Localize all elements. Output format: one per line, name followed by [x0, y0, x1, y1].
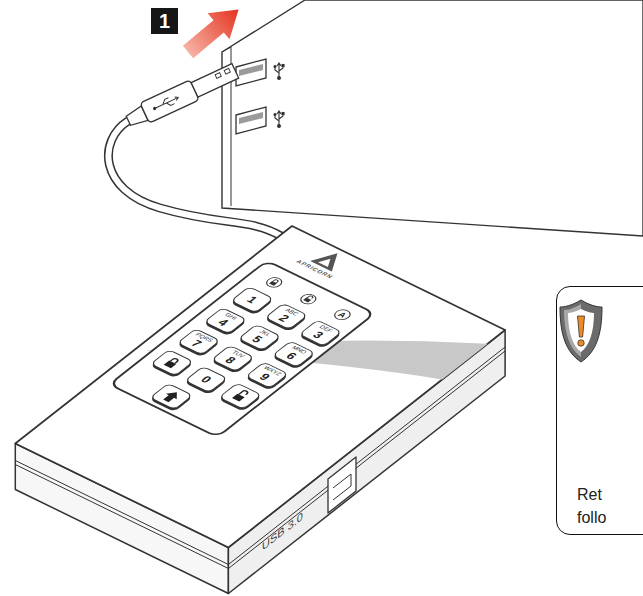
shell-hole: [224, 68, 230, 74]
lock-body: [164, 360, 177, 368]
exclamation-mark: [578, 316, 585, 337]
case-seam: [15, 351, 505, 569]
lock-body: [232, 394, 245, 402]
panel-face: [222, 0, 643, 236]
port-tongue: [239, 112, 263, 124]
usb-port: [236, 107, 266, 134]
drive-body: [15, 226, 505, 594]
brand-logo: [318, 256, 335, 267]
usb-port: [236, 59, 266, 86]
shield-rim: [560, 300, 602, 362]
indicator-ring: [264, 276, 285, 289]
keypad-key: 1: [230, 286, 274, 313]
keypad-key: MNO6: [272, 341, 316, 368]
port-slot: [236, 59, 266, 86]
cable-body: [108, 121, 281, 236]
lock-shackle: [307, 295, 313, 299]
lock-shackle: [239, 390, 249, 397]
lock-indicator: [262, 275, 286, 290]
unlock-indicator: [297, 292, 321, 307]
usb-trident: [275, 63, 283, 77]
case-seam: [15, 347, 505, 565]
keypad-key: DEF3: [298, 320, 342, 347]
keypad-key: JKL5: [238, 324, 282, 351]
lock-key: [150, 349, 194, 376]
usb-symbol: [274, 111, 284, 127]
usb-cable: [108, 121, 281, 236]
cable-outline: [108, 121, 281, 236]
lock-body: [269, 281, 277, 286]
unlock-indicator-icon: [297, 292, 321, 307]
key-digit: 1: [244, 294, 260, 305]
lock-indicator-icon: [262, 275, 286, 290]
insert-arrow: [177, 0, 249, 65]
step-number: 1: [159, 10, 170, 32]
unlock-key-icon: [220, 384, 261, 409]
plug-housing: [140, 80, 199, 123]
lock-body: [303, 298, 311, 303]
keypad-key: ABC2: [264, 303, 308, 330]
drive-top: [15, 226, 505, 548]
wall-panel: [222, 0, 643, 236]
warning-box: Ret follo: [556, 286, 643, 535]
step-number-box: 1: [151, 8, 178, 34]
usb-trident: [278, 77, 281, 80]
keypad-key: TUV8: [211, 345, 255, 372]
usb-trident: [153, 106, 157, 110]
keypad-key: PQRS7: [177, 328, 221, 355]
usb-trident: [282, 113, 284, 115]
key-digit: 9: [256, 372, 272, 383]
key-digit: 8: [222, 355, 238, 366]
key-digit: 3: [310, 330, 326, 341]
shell-hole: [215, 73, 221, 79]
indicator-letter: A: [336, 310, 349, 319]
port-slot: [236, 107, 266, 134]
port-tongue: [239, 64, 263, 76]
usb-trident: [274, 66, 276, 68]
direction-arrow: [177, 0, 249, 65]
usb-trident: [278, 125, 281, 128]
unlock-key: [218, 383, 262, 410]
lock-key-icon: [152, 350, 193, 375]
keypad-key: 0: [184, 366, 228, 393]
key-digit: 7: [188, 338, 204, 349]
keypad-key: WXYZ9: [245, 362, 289, 389]
usb-plug: [124, 61, 240, 131]
keypad-key: GHI4: [203, 307, 247, 334]
key-digit: 0: [198, 374, 214, 385]
key-digit: 6: [283, 351, 299, 362]
key-digit: 4: [215, 317, 231, 328]
exclamation-mark: [578, 340, 584, 346]
note-text: Ret follo: [577, 483, 629, 529]
plug-shell: [191, 64, 239, 98]
key-digit: 2: [275, 313, 291, 324]
shield-inner: [568, 309, 594, 352]
usb-trident: [282, 65, 284, 67]
shift-key-icon: [151, 384, 192, 409]
case-latch: [328, 457, 356, 513]
shift-arrow: [160, 389, 182, 403]
key-digit: 5: [249, 334, 265, 345]
indicator-ring: [298, 292, 319, 305]
warning-icon: [560, 300, 602, 362]
usb-trident: [154, 94, 180, 112]
usb-trident: [274, 114, 276, 116]
shift-key: [149, 383, 193, 410]
lock-shackle: [171, 358, 179, 363]
admin-indicator: A: [331, 307, 355, 322]
case-latch: [333, 474, 351, 500]
usb-symbol: [274, 63, 284, 79]
usb-trident: [275, 111, 283, 125]
lock-shackle: [273, 279, 279, 283]
